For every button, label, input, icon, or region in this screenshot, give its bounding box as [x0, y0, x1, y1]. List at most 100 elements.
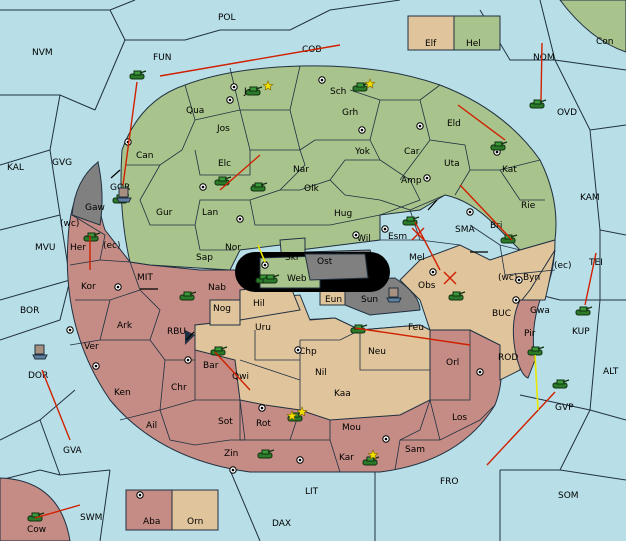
label: Sap — [196, 253, 213, 263]
label: Gaw — [85, 203, 105, 213]
move-arrow — [486, 391, 556, 466]
label: Gwa — [530, 306, 550, 316]
label: Jos — [216, 124, 230, 134]
tank-unit-icon[interactable] — [448, 291, 466, 301]
tank-unit-icon[interactable] — [179, 291, 197, 301]
label: Mou — [342, 423, 361, 433]
label: Grh — [342, 108, 358, 118]
tank-unit-icon[interactable] — [575, 306, 593, 316]
label: Orn — [187, 517, 203, 527]
supply-centers — [66, 76, 523, 499]
label: FRO — [440, 477, 459, 487]
label: BUC — [492, 309, 511, 319]
move-arrow — [584, 252, 597, 306]
move-arrow — [219, 154, 261, 191]
star-icon — [367, 449, 379, 460]
support-arrow — [257, 244, 266, 263]
land-elf[interactable] — [407, 15, 455, 51]
tank-unit-icon[interactable] — [257, 449, 275, 459]
label: Qwi — [232, 372, 249, 382]
supply-center-dot — [68, 328, 72, 332]
label: Kaa — [334, 389, 351, 399]
label: Aba — [143, 517, 160, 527]
label: SWM — [80, 513, 102, 523]
label: NVM — [32, 48, 53, 58]
tank-unit-icon[interactable] — [129, 70, 147, 80]
label: Eun — [325, 295, 342, 305]
land-gaw[interactable] — [71, 161, 103, 226]
supply-center-dot — [232, 85, 236, 89]
label: RBU — [167, 327, 186, 337]
label: Bri — [490, 221, 502, 231]
ship-unit-icon[interactable] — [32, 344, 48, 360]
label: MIT — [137, 273, 153, 283]
supply-center-dot — [478, 370, 482, 374]
supply-center-dot — [238, 217, 242, 221]
label: Obs — [418, 281, 436, 291]
label: Chr — [171, 383, 187, 393]
land-orn[interactable] — [171, 489, 219, 531]
stars-layer — [262, 78, 379, 460]
label: Yok — [354, 147, 371, 157]
red-borders — [69, 214, 496, 473]
supply-center-dot — [260, 406, 264, 410]
supply-center-dot — [354, 233, 358, 237]
tank-unit-icon[interactable] — [83, 232, 101, 242]
label: KUP — [572, 327, 590, 337]
label: Can — [136, 151, 154, 161]
supply-center-dot — [360, 128, 364, 132]
ship-unit-icon[interactable] — [116, 187, 132, 203]
tank-unit-icon[interactable] — [529, 99, 547, 109]
tank-unit-icon[interactable] — [245, 86, 263, 96]
label: Car — [404, 147, 420, 157]
label: GVA — [63, 446, 83, 456]
supply-center-dot — [263, 263, 267, 267]
land-pir[interactable] — [512, 299, 541, 379]
tank-unit-icon[interactable] — [210, 346, 228, 356]
label: (ec) — [103, 241, 121, 251]
label: MVU — [35, 243, 56, 253]
move-arrow — [159, 44, 341, 77]
supply-center-dot — [384, 437, 388, 441]
tank-unit-icon[interactable] — [250, 182, 268, 192]
supply-center-dot — [383, 227, 387, 231]
ship-unit-icon[interactable] — [386, 287, 402, 303]
label: Uta — [444, 159, 460, 169]
label: NOM — [533, 53, 555, 63]
move-arrow — [459, 184, 513, 241]
land-nog[interactable] — [209, 299, 241, 326]
label: GVG — [52, 158, 72, 168]
label: Kor — [81, 282, 96, 292]
tank-unit-icon[interactable] — [402, 216, 420, 226]
land-hel[interactable] — [453, 15, 501, 51]
label: ROD — [498, 353, 518, 363]
tank-unit-icon[interactable] — [490, 141, 508, 151]
label: (wc) — [498, 273, 517, 283]
label: Ver — [84, 342, 99, 352]
move-arrow — [457, 104, 506, 141]
tank-unit-icon[interactable] — [262, 274, 280, 284]
supply-center-dot — [186, 358, 190, 362]
label: Nil — [315, 368, 327, 378]
tank-unit-icon[interactable] — [352, 82, 370, 92]
label: Sot — [218, 417, 233, 427]
label: Skr — [285, 253, 300, 263]
label: Eld — [447, 119, 461, 129]
label: Hil — [253, 299, 265, 309]
label: Pir — [524, 329, 536, 339]
label: Bar — [203, 361, 219, 371]
star-icon — [296, 406, 308, 417]
land-ost-inner[interactable] — [304, 253, 369, 281]
label: Ken — [114, 388, 131, 398]
label: ALT — [603, 367, 619, 377]
label: POL — [218, 13, 236, 23]
label: OVD — [557, 108, 577, 118]
label: LIT — [305, 487, 319, 497]
label: Sun — [361, 295, 378, 305]
failed-orders — [411, 227, 457, 285]
land-gwa[interactable] — [520, 249, 556, 301]
supply-center-dot — [116, 285, 120, 289]
move-arrow — [540, 42, 543, 101]
support-arrow — [534, 354, 539, 411]
tank-unit-icon[interactable] — [552, 379, 570, 389]
